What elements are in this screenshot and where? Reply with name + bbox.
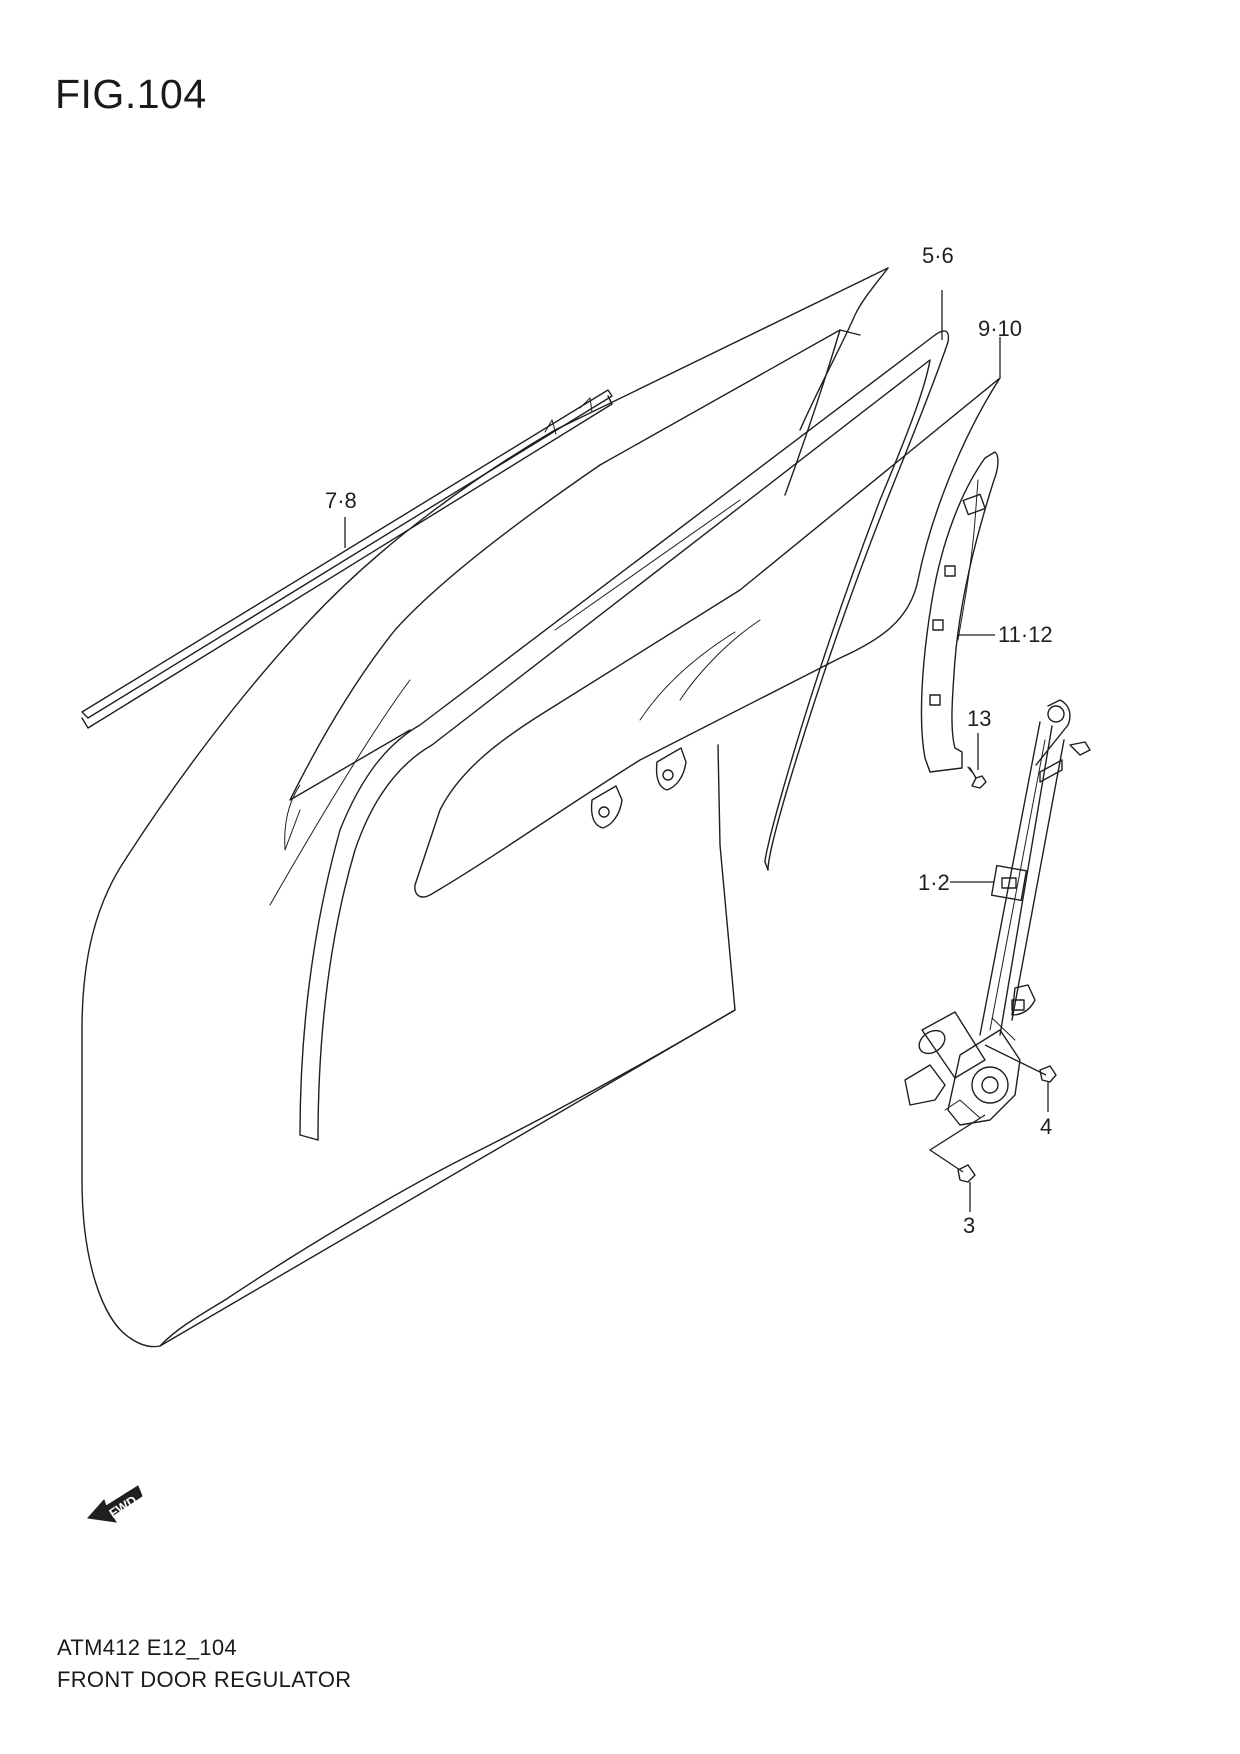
- glass-mounting-tab-front: [590, 785, 623, 829]
- callout-motor-bolt: 3: [963, 1213, 975, 1238]
- callout-glass-run: 5·6: [922, 243, 954, 268]
- glass-mounting-tab-rear: [655, 747, 687, 791]
- channel-bolt: [967, 766, 987, 789]
- callout-sash-channel: 11·12: [998, 622, 1053, 647]
- callout-leaders: [344, 290, 1049, 1212]
- sash-channel: [920, 451, 999, 773]
- door-glass: [414, 377, 1001, 898]
- callout-weatherstrip: 7·8: [325, 488, 357, 513]
- inner-window-opening: [289, 329, 861, 801]
- figure-title: FIG.104: [55, 71, 207, 117]
- fwd-direction-arrow-icon: FWD: [87, 1485, 143, 1523]
- window-regulator: [979, 699, 1091, 1036]
- weatherstrip-strip: [81, 389, 613, 729]
- motor-bolt: [928, 1114, 986, 1183]
- callout-regulator-bolt: 4: [1040, 1114, 1052, 1139]
- callout-channel-bolt: 13: [967, 706, 991, 731]
- callout-regulator: 1·2: [918, 870, 950, 895]
- regulator-bolt: [984, 1044, 1057, 1083]
- diagram-caption: FRONT DOOR REGULATOR: [57, 1667, 352, 1692]
- regulator-motor: [904, 1011, 1021, 1126]
- diagram-code: ATM412 E12_104: [57, 1635, 237, 1660]
- callout-labels: 5·6 9·10 7·8 11·12 13 1·2 4 3: [325, 243, 1053, 1238]
- door-panel: [81, 267, 889, 1348]
- glass-run-channel: [299, 330, 950, 1141]
- callout-door-glass: 9·10: [978, 316, 1022, 341]
